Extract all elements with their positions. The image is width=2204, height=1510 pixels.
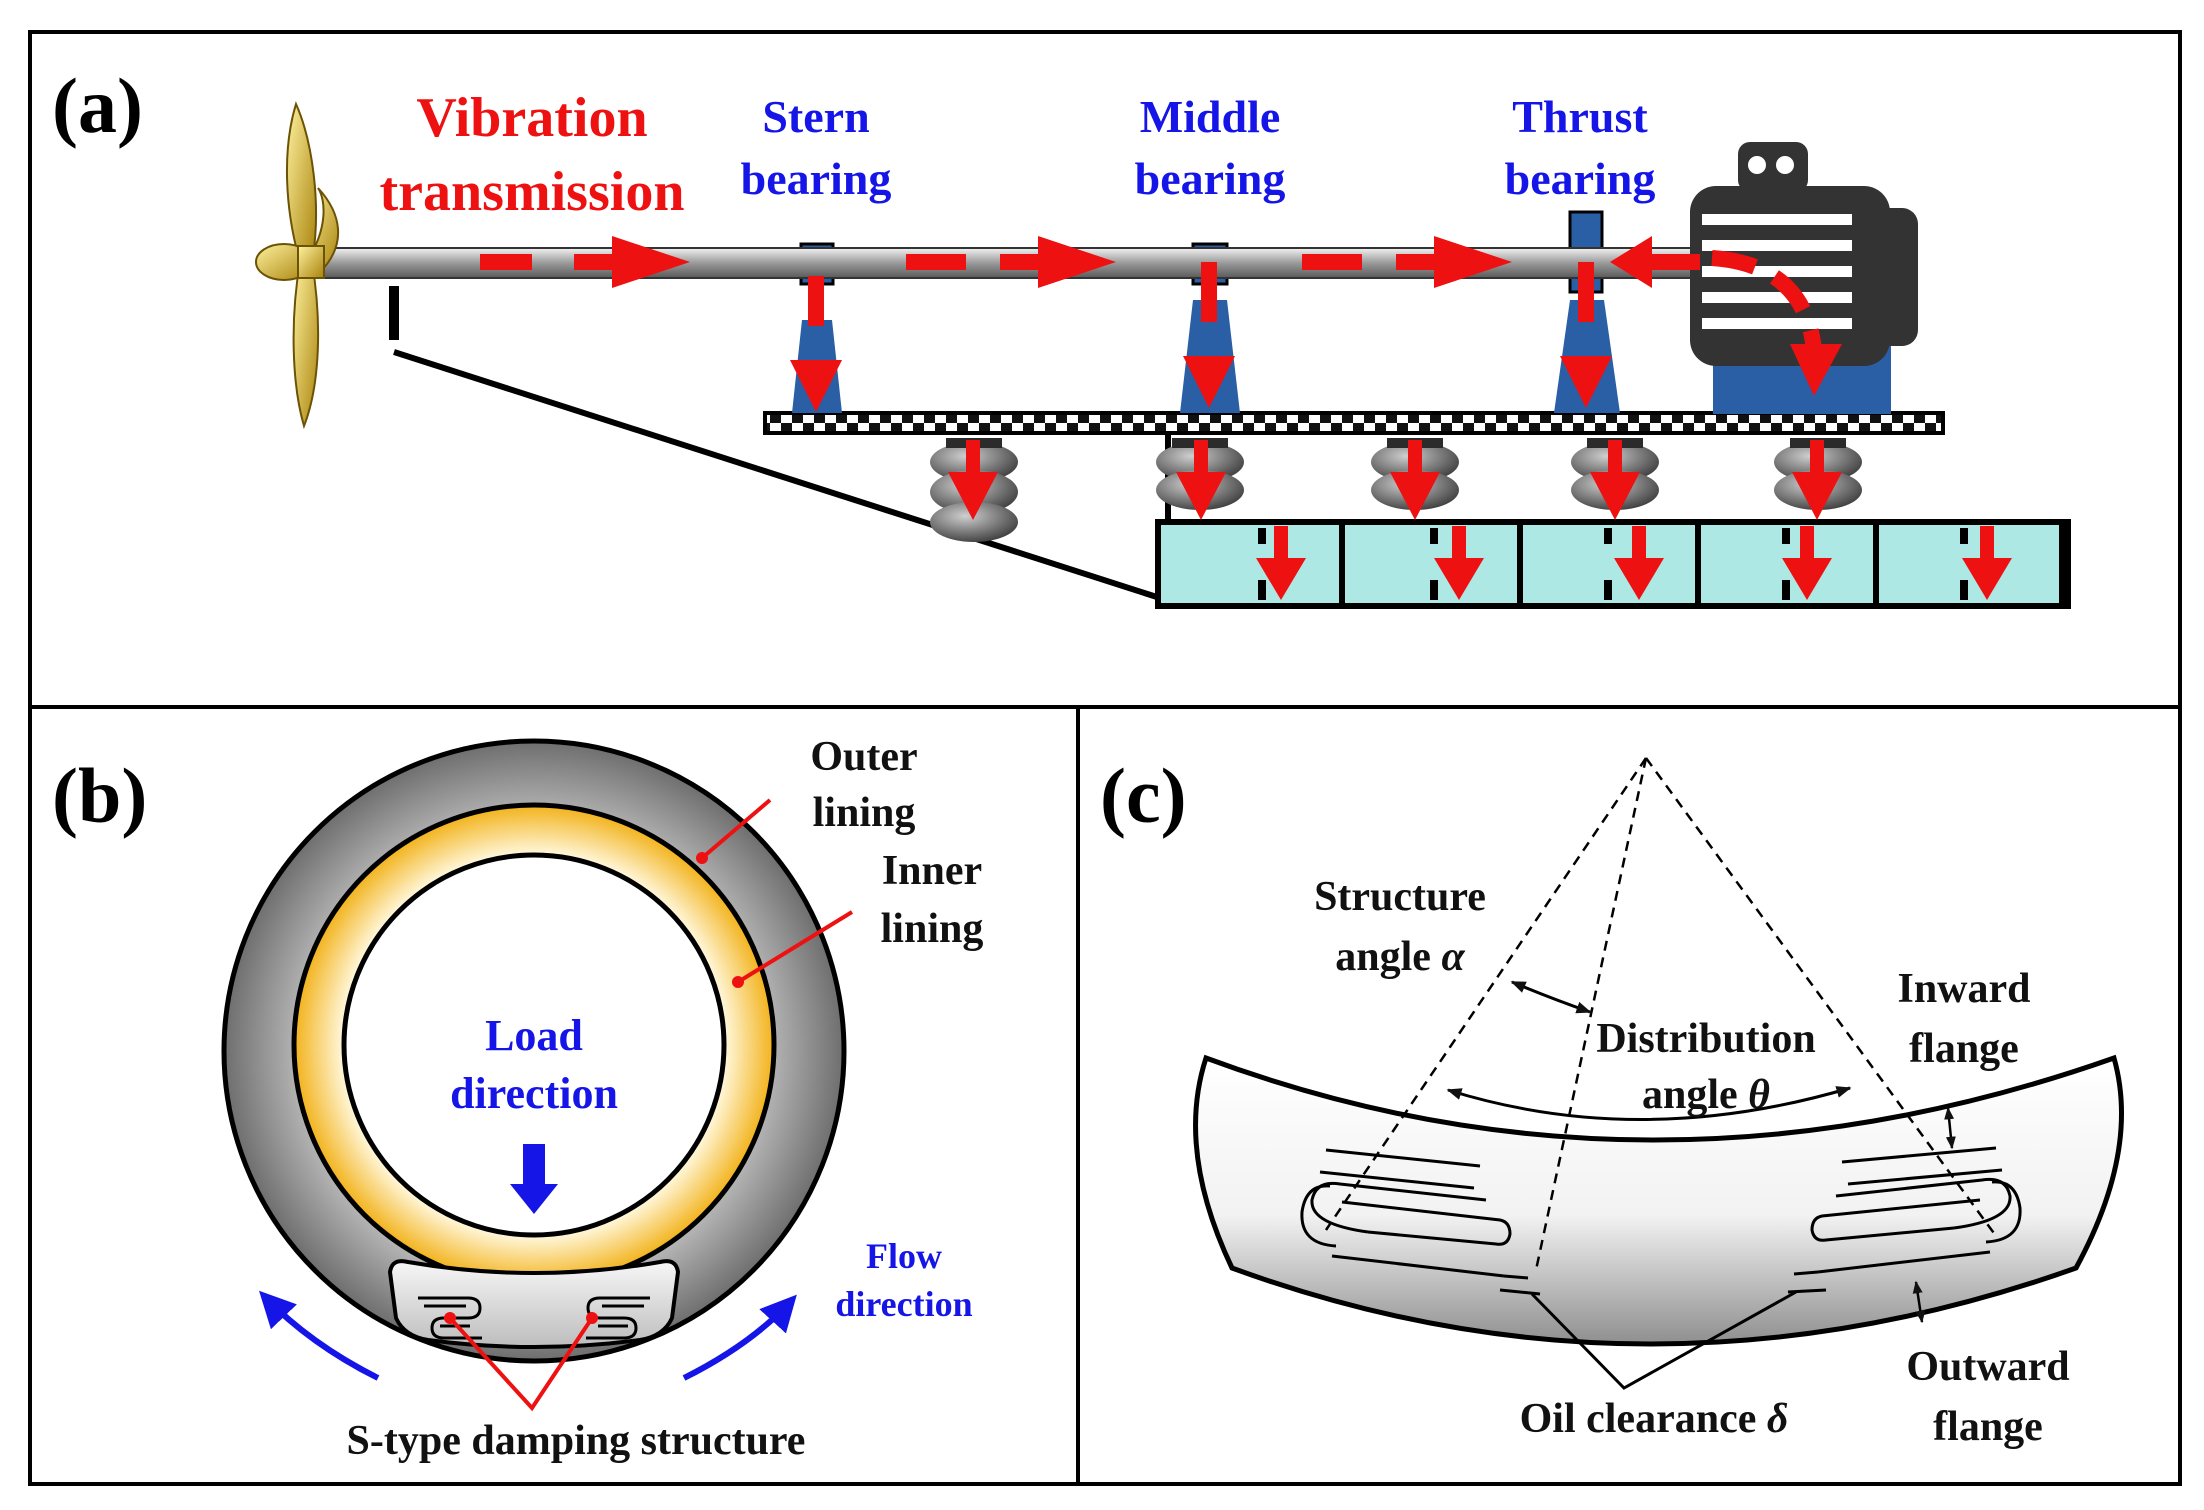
zoom-line xyxy=(393,349,1161,601)
inner-lining-label-line2: lining xyxy=(881,906,984,952)
raft-frame xyxy=(763,411,1945,435)
load-direction-label-line1: Load xyxy=(485,1011,583,1060)
outer-lining-leader xyxy=(700,798,772,860)
flow-direction-label-line2: direction xyxy=(835,1284,972,1324)
inward-flange-label-line1: Inward xyxy=(1897,966,2030,1012)
oil-clearance-label: Oil clearance δ xyxy=(1520,1396,1789,1442)
outward-flange-label-line1: Outward xyxy=(1906,1344,2069,1390)
outer-lining-dot xyxy=(696,852,708,864)
inner-lining-leader xyxy=(736,910,854,984)
load-arrow-shaft xyxy=(523,1144,545,1186)
propeller-icon xyxy=(255,101,340,430)
damping-pad xyxy=(387,1259,681,1349)
panel-b-label: (b) xyxy=(52,752,147,839)
middle-bearing-label-line2: bearing xyxy=(1135,153,1286,204)
structure-angle-symbol: α xyxy=(1441,934,1465,980)
damping-structure-label: S-type damping structure xyxy=(347,1418,806,1464)
outward-flange-indicator xyxy=(1912,1280,1926,1324)
vibration-label-line2: transmission xyxy=(380,161,685,223)
outer-lining-label-line2: lining xyxy=(813,790,916,836)
oil-clearance-leader xyxy=(1530,1290,1797,1390)
distribution-angle-label-line2: angle θ xyxy=(1642,1072,1770,1118)
bore xyxy=(341,852,727,1238)
panel-a-label: (a) xyxy=(52,62,143,149)
inward-flange-indicator xyxy=(1944,1106,1956,1150)
panel-frames xyxy=(28,30,2182,1486)
damping-leader xyxy=(448,1316,594,1412)
flow-arrow-left xyxy=(259,1290,380,1381)
damping-dot-right xyxy=(586,1312,598,1324)
foundation-beam xyxy=(1155,519,2071,609)
thrust-bearing-label-line2: bearing xyxy=(1505,153,1656,204)
inner-lining-label-line1: Inner xyxy=(882,848,982,894)
outward-flange-label-line2: flange xyxy=(1933,1404,2043,1450)
oil-grooves xyxy=(1300,1146,2022,1296)
structure-angle-arc xyxy=(1510,980,1592,1014)
vibration-label-line1: Vibration xyxy=(416,87,647,149)
distribution-angle-word: angle xyxy=(1642,1072,1748,1118)
outer-lining-label-line1: Outer xyxy=(810,734,917,780)
stern-bearing-label-line1: Stern xyxy=(762,91,869,142)
structure-angle-label-line2: angle α xyxy=(1335,934,1465,980)
damping-dot-left xyxy=(444,1312,456,1324)
distribution-angle-arc xyxy=(1446,1086,1852,1121)
load-arrow-head xyxy=(510,1184,558,1214)
middle-bearing-label-line1: Middle xyxy=(1140,91,1281,142)
bearing-pad-shell xyxy=(1193,1054,2124,1347)
angle-construction-lines xyxy=(1324,757,1998,1271)
thrust-bearing-label-line1: Thrust xyxy=(1512,91,1648,142)
panel-c-label: (c) xyxy=(1100,752,1187,839)
distribution-angle-label-line1: Distribution xyxy=(1596,1016,1815,1062)
load-direction-label-line2: direction xyxy=(450,1069,618,1118)
oil-clearance-symbol: δ xyxy=(1767,1396,1789,1442)
oil-clearance-word: Oil clearance xyxy=(1520,1396,1767,1442)
flow-arrow-right xyxy=(682,1294,797,1381)
structure-angle-label-line1: Structure xyxy=(1314,874,1486,920)
stern-tube-mark xyxy=(389,286,399,340)
structure-angle-word: angle xyxy=(1335,934,1441,980)
stern-bearing-label-line2: bearing xyxy=(741,153,892,204)
panel-a: (a) xyxy=(52,62,2071,609)
distribution-angle-symbol: θ xyxy=(1748,1072,1770,1118)
flow-direction-label-line1: Flow xyxy=(866,1236,942,1276)
inner-lining-dot xyxy=(732,976,744,988)
inward-flange-label-line2: flange xyxy=(1909,1026,2019,1072)
panel-c: (c) xyxy=(1100,752,2124,1450)
panel-b: (b) Outer lining Inn xyxy=(52,734,983,1464)
vibration-arrows xyxy=(480,236,2012,600)
